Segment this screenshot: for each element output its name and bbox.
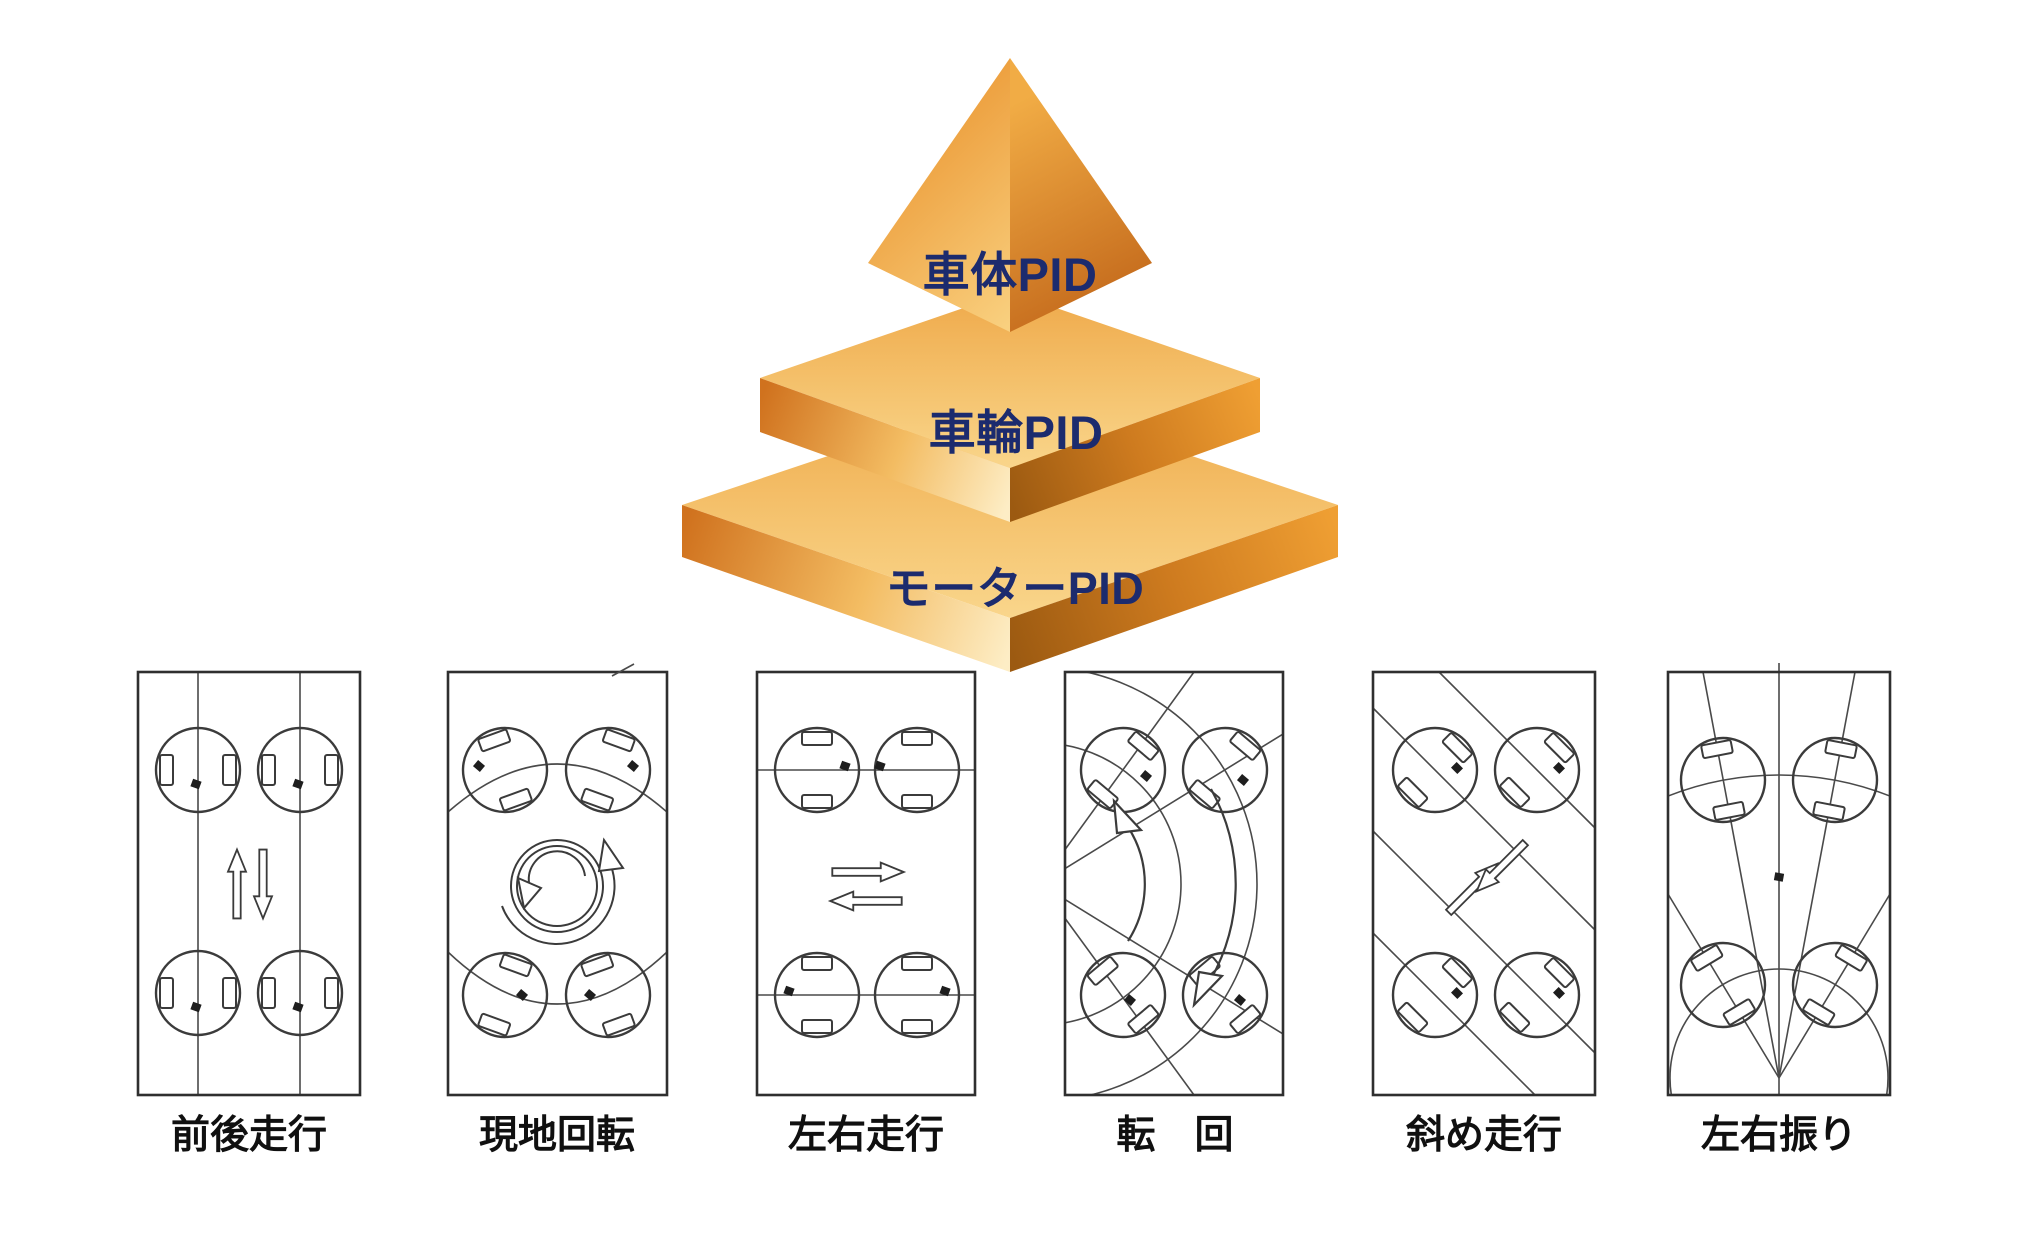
diagram-swing xyxy=(1664,663,1894,1097)
arrow-diagonal-pair xyxy=(1441,835,1533,920)
pyramid-label-wheel-pid: 車輪PID xyxy=(928,406,1104,459)
diagram-left-right xyxy=(755,670,977,1097)
diagram-rotate-in-place xyxy=(446,663,669,1097)
diagram-diagonal xyxy=(1371,670,1598,1097)
diagram-forward-backward xyxy=(136,670,362,1097)
diagram-turning xyxy=(1062,670,1286,1097)
pyramid-tier-middle xyxy=(760,292,1260,522)
caption-swing: 左右振り xyxy=(1700,1114,1858,1157)
turn-arrows xyxy=(1112,788,1237,1009)
caption-forward-backward: 前後走行 xyxy=(170,1114,328,1157)
caption-rotate-in-place: 現地回転 xyxy=(478,1114,636,1157)
pyramid-label-motor-pid: モーターPID xyxy=(885,563,1145,614)
pyramid-tier-top xyxy=(868,58,1152,332)
caption-left-right: 左右走行 xyxy=(787,1114,945,1157)
pyramid-label-body-pid: 車体PID xyxy=(922,248,1098,301)
caption-turning: 転 回 xyxy=(1116,1114,1234,1157)
rotation-arrows xyxy=(501,837,625,946)
arrow-right-left xyxy=(829,861,905,912)
caption-diagonal: 斜め走行 xyxy=(1405,1114,1563,1157)
pyramid xyxy=(682,58,1338,672)
arrow-up-down xyxy=(227,848,273,920)
